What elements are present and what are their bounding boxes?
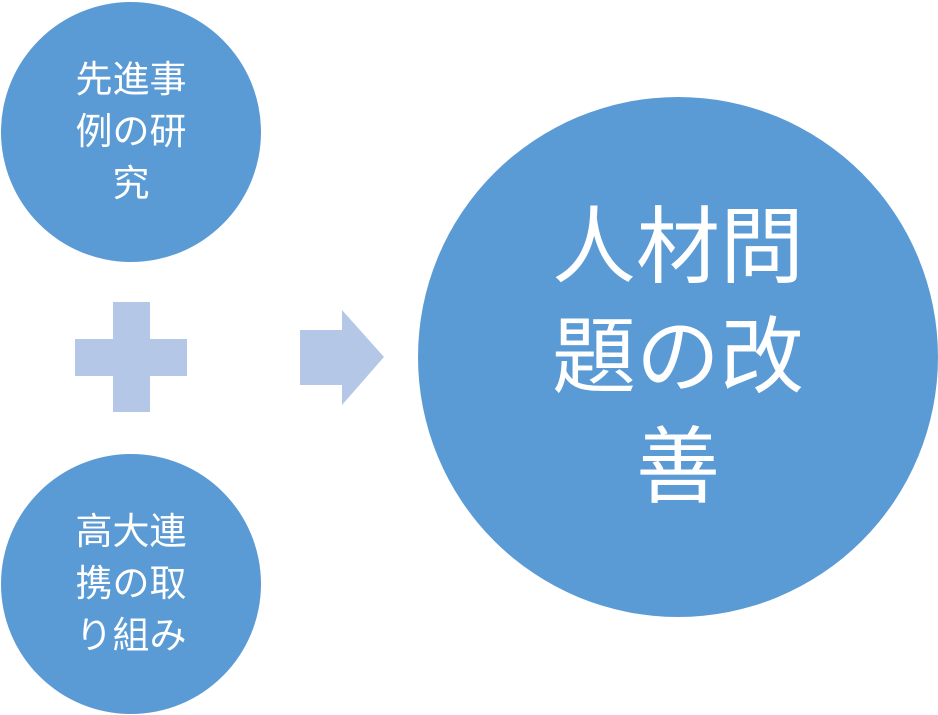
circle-text-line: り組み <box>75 614 187 657</box>
circle-text-line: 例の研 <box>75 110 187 153</box>
circle-text-line: 善 <box>635 418 720 516</box>
hr-problem-improvement-circle: 人材問 題の改 善 <box>418 97 938 617</box>
plus-icon-vertical <box>113 302 150 412</box>
circle-text-line: 題の改 <box>551 308 804 406</box>
circle-text-line: 高大連 <box>75 510 187 553</box>
circle-text-line: 先進事 <box>75 58 187 101</box>
circle-text-line: 携の取 <box>75 562 187 605</box>
university-collaboration-circle: 高大連 携の取 り組み <box>1 454 261 714</box>
advanced-case-study-circle: 先進事 例の研 究 <box>1 2 261 262</box>
circle-text-line: 究 <box>112 162 150 205</box>
circle-text-line: 人材問 <box>551 198 804 296</box>
